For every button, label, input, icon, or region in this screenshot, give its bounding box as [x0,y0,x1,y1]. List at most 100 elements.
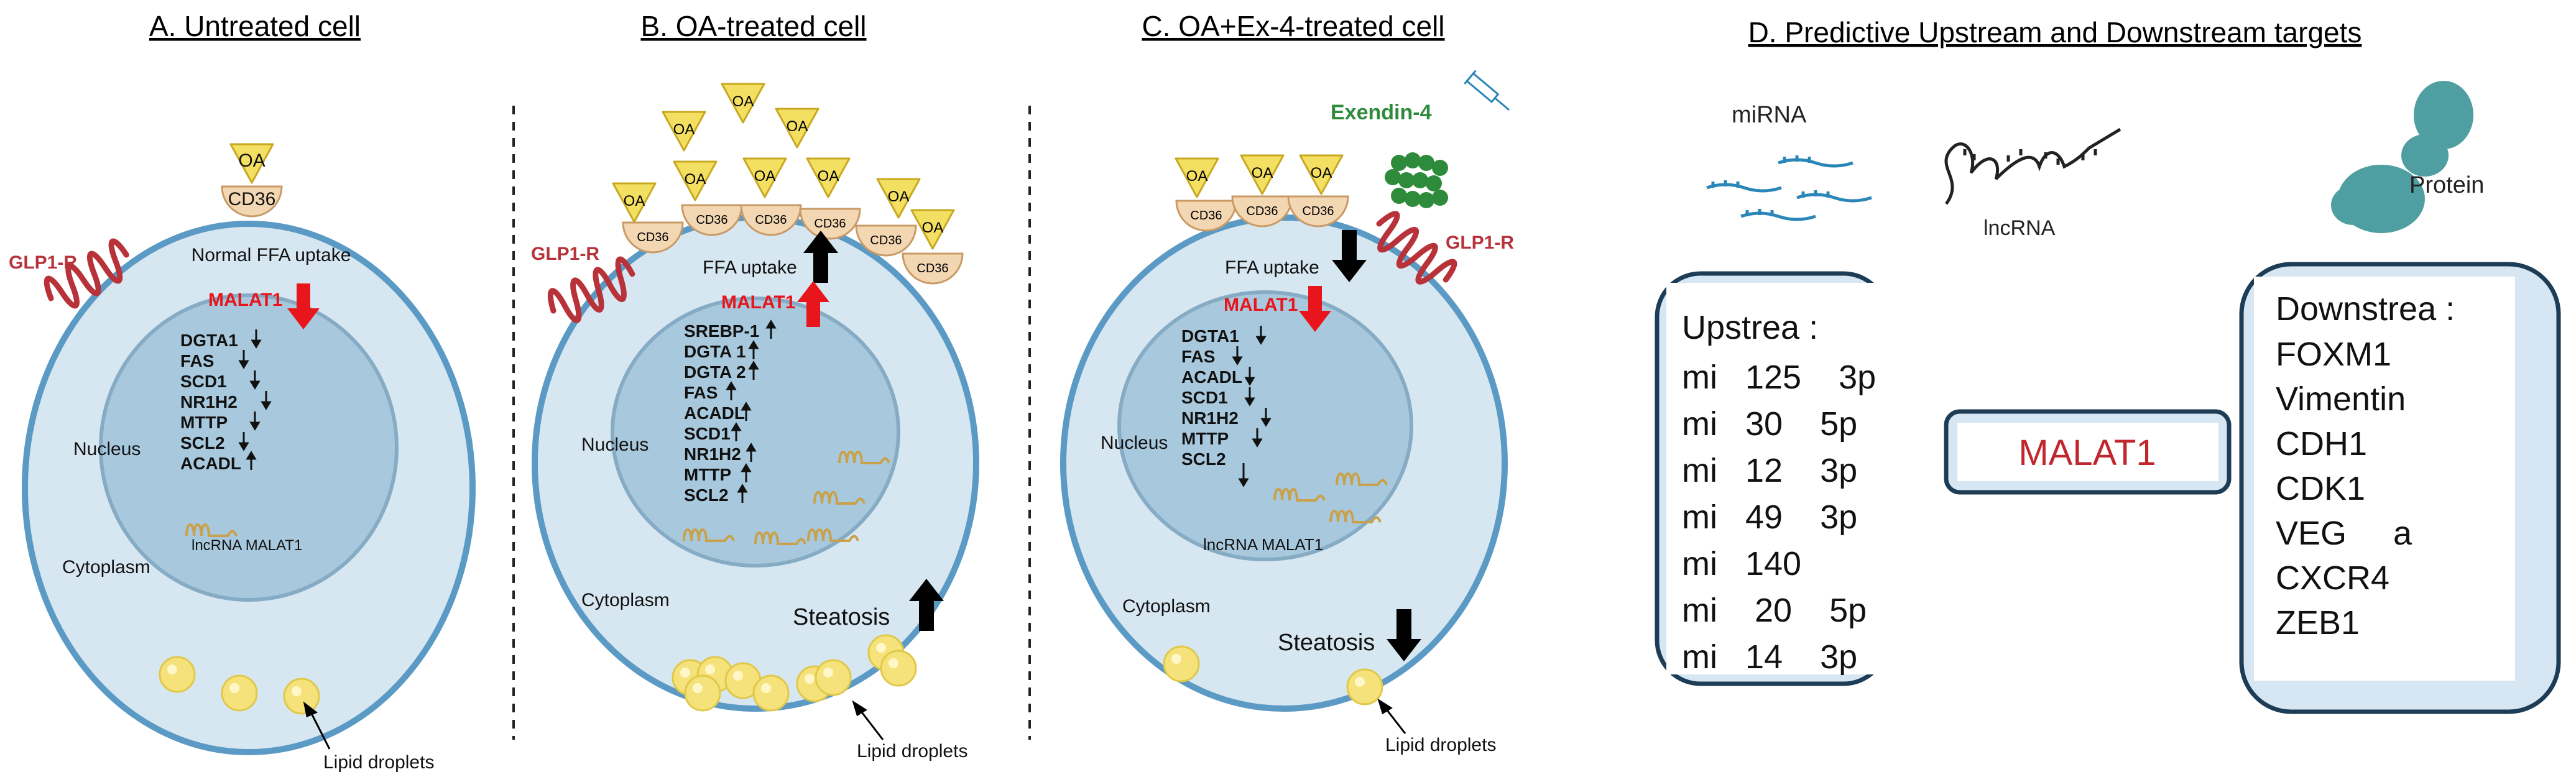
panel-a-lipid-label: Lipid droplets [323,752,434,773]
cd36-label: CD36 [228,189,276,209]
panel-a-cytoplasm-label: Cytoplasm [62,557,150,577]
oa-label: OA [732,93,754,110]
panel-b-nucleus-label: Nucleus [581,434,649,455]
downstream-item-6: ZEB1 [2276,604,2360,641]
panel-b-gene-7: MTTP [684,465,731,484]
panel-c-gene-2: ACADL [1181,367,1242,387]
panel-c-gene-5: MTTP [1181,429,1229,448]
panel-b-lipid-label: Lipid droplets [857,741,967,761]
panel-c-malat1: MALAT1 [1224,295,1298,315]
upstream-box-inner [1666,283,1896,674]
downstream-item-2: CDH1 [2276,425,2367,462]
panel-b-gene-5: SCD1 [684,424,731,443]
malat1-box-inner [1957,423,2218,481]
panel-b: B. OA-treated cell CD36 CD36 CD36 CD36 C… [531,10,979,761]
panel-c-gene-3: SCD1 [1181,388,1228,407]
oa-label: OA [1252,165,1273,182]
panel-b-steatosis-label: Steatosis [793,604,890,630]
mirna-label: miRNA [1732,102,1807,128]
panel-a-gene-1: FAS [180,351,214,370]
panel-c-cd36-row: CD36 CD36 CD36 [1175,195,1349,232]
panel-a-lncrna-label: lncRNA MALAT1 [192,537,302,554]
upstream-item-3: mi 49 3p [1682,499,1857,536]
panel-a-gene-6: ACADL [180,454,241,473]
panel-a-cd36: CD36 [221,185,283,218]
cd36-label: CD36 [637,231,668,244]
panel-c-lipid-pointer [1377,698,1406,734]
panel-c-uptake: FFA uptake [1225,257,1319,278]
panel-b-gene-1: DGTA 1 [684,342,746,361]
panel-c-gene-0: DGTA1 [1181,326,1239,346]
panel-a-gene-5: SCL2 [180,433,225,453]
upstream-item-6: mi 14 3p [1682,638,1857,676]
panel-b-lipid-pointer [852,700,884,740]
oa-label: OA [1186,168,1208,185]
malat1-center-label: MALAT1 [2018,433,2156,473]
cd36-label: CD36 [870,234,902,247]
panel-c-gene-6: SCL2 [1181,449,1226,469]
panel-c-drug-label: Exendin-4 [1331,101,1432,124]
oa-label: OA [922,219,944,236]
panel-b-gene-2: DGTA 2 [684,362,746,382]
panel-b-gene-0: SREBP-1 [684,321,759,341]
oa-label: OA [888,188,910,205]
downstream-item-3: CDK1 [2276,470,2365,507]
upstream-item-5: mi 20 5p [1682,592,1867,629]
oa-label: OA [685,171,706,188]
panel-b-gene-4: ACADL [684,403,745,423]
panel-a-gene-2: SCD1 [180,372,227,391]
panel-b-gene-arrows [726,320,777,503]
upstream-header: Upstrea : [1682,309,1818,346]
panel-a-title: A. Untreated cell [149,10,361,42]
panel-b-nucleus [611,297,900,568]
panel-c-receptor-label: GLP1-R [1446,232,1514,253]
panel-c-lncrna-label: lncRNA MALAT1 [1203,535,1323,554]
oa-label: OA [673,121,695,138]
downstream-item-1: Vimentin [2276,380,2406,418]
panel-c: C. OA+Ex-4-treated cell CD36 CD36 CD36 O… [1060,10,1514,755]
oa-label: OA [624,193,645,209]
panel-c-steatosis-label: Steatosis [1278,630,1375,656]
protein-label: Protein [2409,172,2484,198]
panel-b-cytoplasm-label: Cytoplasm [581,590,670,610]
cd36-label: CD36 [1190,209,1222,223]
oa-label: OA [754,168,776,185]
panel-a-gene-4: MTTP [180,413,228,432]
cd36-label: CD36 [1302,205,1334,218]
panel-d-title: D. Predictive Upstream and Downstream ta… [1748,16,2362,48]
panel-a-gene-3: NR1H2 [180,392,238,411]
panel-a-uptake: Normal FFA uptake [192,245,351,265]
protein-icon [2331,81,2473,233]
downstream-item-5: CXCR4 [2276,559,2389,597]
panel-a-oa: OA [229,143,274,184]
mirna-icon [1706,155,1872,221]
upstream-item-0: mi 125 3p [1682,359,1876,396]
panel-b-malat1: MALAT1 [721,292,795,313]
panel-c-lipid-label: Lipid droplets [1385,735,1496,755]
panel-d: D. Predictive Upstream and Downstream ta… [1655,16,2561,714]
panel-a: A. Untreated cell CD36 OA Normal FFA upt… [9,10,476,773]
panel-a-gene-arrows [238,329,272,470]
upstream-item-1: mi 30 5p [1682,405,1857,443]
downstream-header: Downstrea : [2276,290,2455,328]
panel-c-nucleus-label: Nucleus [1101,433,1168,453]
cd36-label: CD36 [814,217,846,231]
panel-b-receptor-label: GLP1-R [531,244,599,264]
lncrna-icon [1944,127,2121,205]
downstream-item-4: VEG a [2276,515,2412,552]
panel-c-gene-1: FAS [1181,347,1215,366]
panel-c-cytoplasm-label: Cytoplasm [1122,596,1211,617]
panel-a-lipid-pointer [303,701,331,750]
panel-c-oa-molecules: OA OA OA [1175,154,1344,198]
panel-c-gene-4: NR1H2 [1181,408,1239,428]
panel-d-lncrna-label: lncRNA [1983,216,2056,240]
oa-label: OA [1311,165,1332,182]
oa-label: OA [238,150,265,171]
oa-label: OA [818,168,839,185]
upstream-item-4: mi 140 [1682,545,1801,582]
panel-c-title: C. OA+Ex-4-treated cell [1142,10,1444,42]
panel-b-gene-3: FAS [684,383,718,402]
cd36-label: CD36 [1246,205,1278,218]
upstream-item-2: mi 12 3p [1682,452,1857,489]
panel-c-gene-arrows [1232,326,1272,487]
